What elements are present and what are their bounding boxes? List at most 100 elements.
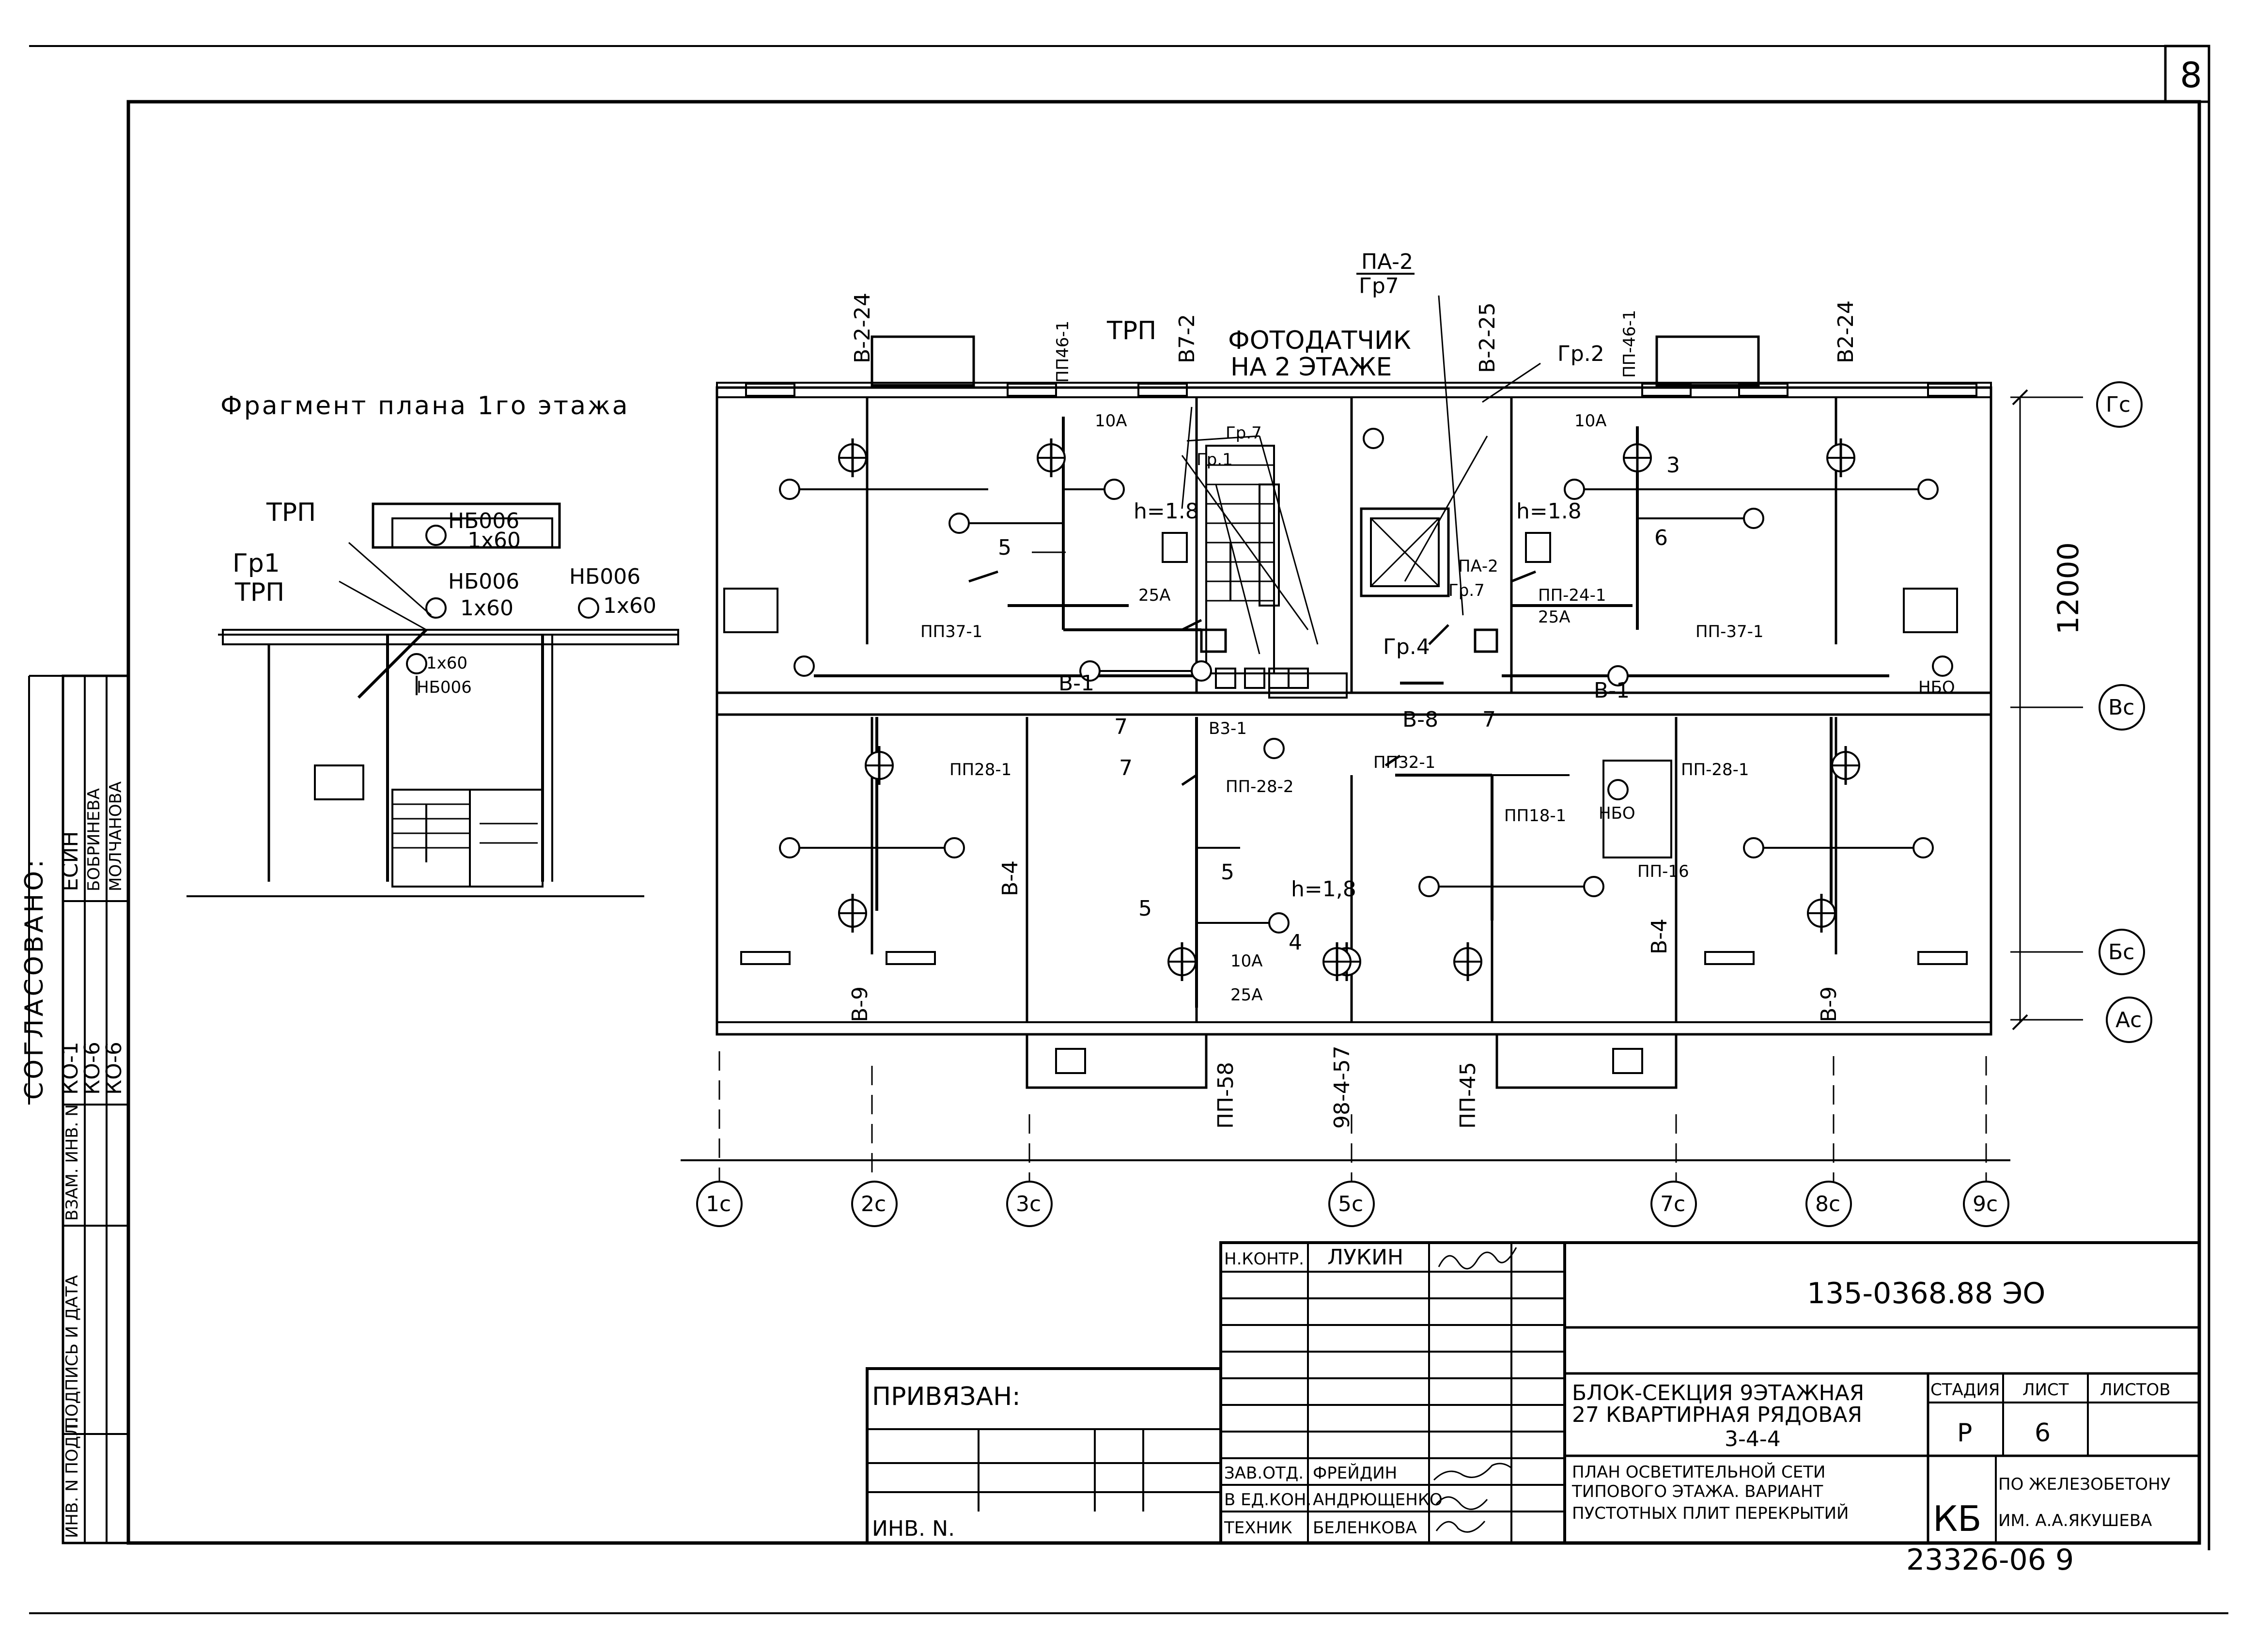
label-b31: В3-1	[1209, 719, 1247, 738]
wall-pp461-left: ПП46-1	[1053, 321, 1073, 383]
wall-b224-left: В-2-24	[850, 293, 875, 363]
label-25a-bottom: 25А	[1230, 985, 1263, 1005]
label-trp: ТРП	[1106, 316, 1156, 345]
label-7a: 7	[1114, 715, 1128, 739]
wall-b225: В-2-25	[1475, 302, 1500, 373]
fragment-title: Фрагмент плана 1го этажа	[220, 391, 630, 421]
axis-3c: 3с	[1016, 1192, 1041, 1216]
label-nbo-mid: НБО	[1599, 804, 1635, 823]
axis-ac: Ас	[2115, 1008, 2142, 1032]
org-abbr: КБ	[1933, 1498, 1982, 1539]
fragment-lamp-1: НБ006	[448, 509, 519, 533]
approval-header: СОГЛАСОВАНО:	[20, 857, 49, 1100]
wall-b224-right: В2-24	[1834, 300, 1858, 363]
label-pp281-left: ПП28-1	[949, 760, 1011, 779]
name-lukin: ЛУКИН	[1327, 1245, 1403, 1270]
label-gr7: Гр.7	[1448, 581, 1485, 600]
stamp-podpis-data: ПОДПИСЬ И ДАТА	[62, 1275, 82, 1429]
label-pp241: ПП-24-1	[1538, 586, 1606, 605]
label-b4-left: В-4	[998, 860, 1023, 896]
label-h18-right: h=1.8	[1516, 499, 1582, 524]
sheet-header: ЛИСТ	[2022, 1380, 2069, 1400]
label-b1-left: В-1	[1058, 671, 1094, 696]
label-25a-right: 25А	[1538, 608, 1571, 627]
axis-1c: 1с	[706, 1192, 731, 1216]
sheet-number-box: 8	[2164, 45, 2210, 103]
axis-gc: Гс	[2106, 392, 2131, 417]
signature-freydin	[1433, 1463, 1512, 1481]
label-4: 4	[1289, 930, 1302, 955]
approval-code-1: КО-1	[58, 1042, 83, 1095]
label-3: 3	[1666, 453, 1680, 478]
signature-andryushchenko	[1435, 1496, 1488, 1510]
label-photosensor-1: ФОТОДАТЧИК	[1228, 326, 1411, 355]
label-25a-left: 25А	[1138, 586, 1171, 605]
fragment-lamp-3: НБ006	[569, 564, 640, 589]
org-line-1: ПО ЖЕЛЕЗОБЕТОНУ	[1998, 1475, 2171, 1494]
axis-8c: 8с	[1815, 1192, 1840, 1216]
doc-code: 135-0368.88 ЭО	[1807, 1277, 2045, 1310]
label-h18-left: h=1.8	[1134, 499, 1199, 524]
label-gr7-top: Гр7	[1359, 274, 1399, 298]
label-pp371-left: ПП37-1	[920, 622, 982, 641]
label-pp45: ПП-45	[1456, 1062, 1480, 1129]
label-b9-left: В-9	[848, 986, 872, 1022]
name-freydin: ФРЕЙДИН	[1313, 1463, 1397, 1483]
label-10a-bottom: 10А	[1230, 951, 1263, 971]
sheet-title-line-2: ТИПОВОГО ЭТАЖА. ВАРИАНТ	[1571, 1482, 1823, 1501]
dimension-12000: 12000	[2052, 542, 2085, 635]
fragment-first-floor: Фрагмент плана 1го этажа ТРП Гр1 ТРП НБ0…	[187, 391, 679, 897]
label-5a: 5	[998, 535, 1011, 560]
label-nbo-right: НБО	[1918, 678, 1955, 697]
stage-header: СТАДИЯ	[1930, 1380, 2000, 1400]
sheets-header: ЛИСТОВ	[2100, 1380, 2171, 1400]
sheet-title-line-3: ПУСТОТНЫХ ПЛИТ ПЕРЕКРЫТИЙ	[1572, 1503, 1849, 1523]
sheet-title-line-1: ПЛАН ОСВЕТИТЕЛЬНОЙ СЕТИ	[1572, 1462, 1825, 1482]
label-gr7-mid: Гр.7	[1226, 423, 1262, 443]
axis-vc: Вс	[2108, 695, 2134, 720]
floor-plan: ФОТОДАТЧИК НА 2 ЭТАЖЕ ТРП ПА-2 Гр7 Гр.2 …	[681, 249, 2152, 1227]
project-line-1: БЛОК-СЕКЦИЯ 9ЭТАЖНАЯ	[1572, 1381, 1864, 1405]
axis-7c: 7с	[1660, 1192, 1685, 1216]
signature-lukin	[1438, 1247, 1517, 1270]
label-pa2-top: ПА-2	[1361, 249, 1413, 274]
fragment-gr1: Гр1	[233, 549, 280, 578]
project-line-2: 27 КВАРТИРНАЯ РЯДОВАЯ	[1572, 1403, 1862, 1427]
fragment-lamp-1-spec: 1х60	[467, 528, 521, 553]
label-pp282: ПП-28-2	[1226, 777, 1294, 796]
title-block-text: 135-0368.88 ЭО ПРИВЯЗАН: ИНВ. N. БЛОК-СЕ…	[872, 1245, 2171, 1577]
role-n-kontr: Н.КОНТР.	[1224, 1249, 1304, 1269]
project-line-3: 3-4-4	[1725, 1427, 1781, 1451]
wall-b72: В7-2	[1175, 314, 1199, 363]
label-gr4: Гр.4	[1383, 635, 1430, 659]
approval-code-2: КО-6	[80, 1042, 105, 1095]
stamp-vzam-inv: ВЗАМ. ИНВ. N	[62, 1104, 82, 1221]
role-tekhnik: ТЕХНИК	[1224, 1518, 1292, 1538]
fragment-lamp-4: НБ006	[417, 678, 472, 697]
privyazan-label: ПРИВЯЗАН:	[872, 1382, 1021, 1411]
approval-stamp: СОГЛАСОВАНО: КО-1 ЕСИН КО-6 БОБРИНЕВА КО…	[20, 674, 130, 1544]
label-b9-right: В-9	[1817, 986, 1841, 1022]
label-7b: 7	[1119, 756, 1133, 780]
label-10a-right: 10А	[1574, 411, 1607, 431]
label-5c: 5	[1138, 896, 1152, 921]
label-pp58: ПП-58	[1213, 1062, 1238, 1129]
label-pp281-right: ПП-28-1	[1681, 760, 1749, 779]
inv-label: ИНВ. N.	[872, 1516, 955, 1541]
sheet-value: 6	[2035, 1418, 2051, 1448]
org-line-2: ИМ. А.А.ЯКУШЕВА	[1998, 1511, 2152, 1530]
label-pa2: ПА-2	[1458, 557, 1498, 576]
label-photosensor-2: НА 2 ЭТАЖЕ	[1230, 353, 1392, 382]
fragment-trp-2: ТРП	[234, 578, 284, 607]
fragment-lamp-3-spec: 1х60	[603, 593, 656, 618]
approval-name-3: МОЛЧАНОВА	[106, 781, 125, 891]
label-7c: 7	[1482, 707, 1496, 732]
axis-bc: Бс	[2108, 940, 2134, 965]
fragment-trp-1: ТРП	[266, 498, 316, 527]
label-b1-right: В-1	[1594, 678, 1630, 703]
label-gr1: Гр.1	[1197, 450, 1233, 469]
label-pp16: ПП-16	[1637, 862, 1689, 881]
fragment-lamp-2-spec: 1х60	[460, 596, 513, 621]
label-gr2: Гр.2	[1557, 342, 1604, 366]
approval-name-2: БОБРИНЕВА	[84, 788, 104, 891]
